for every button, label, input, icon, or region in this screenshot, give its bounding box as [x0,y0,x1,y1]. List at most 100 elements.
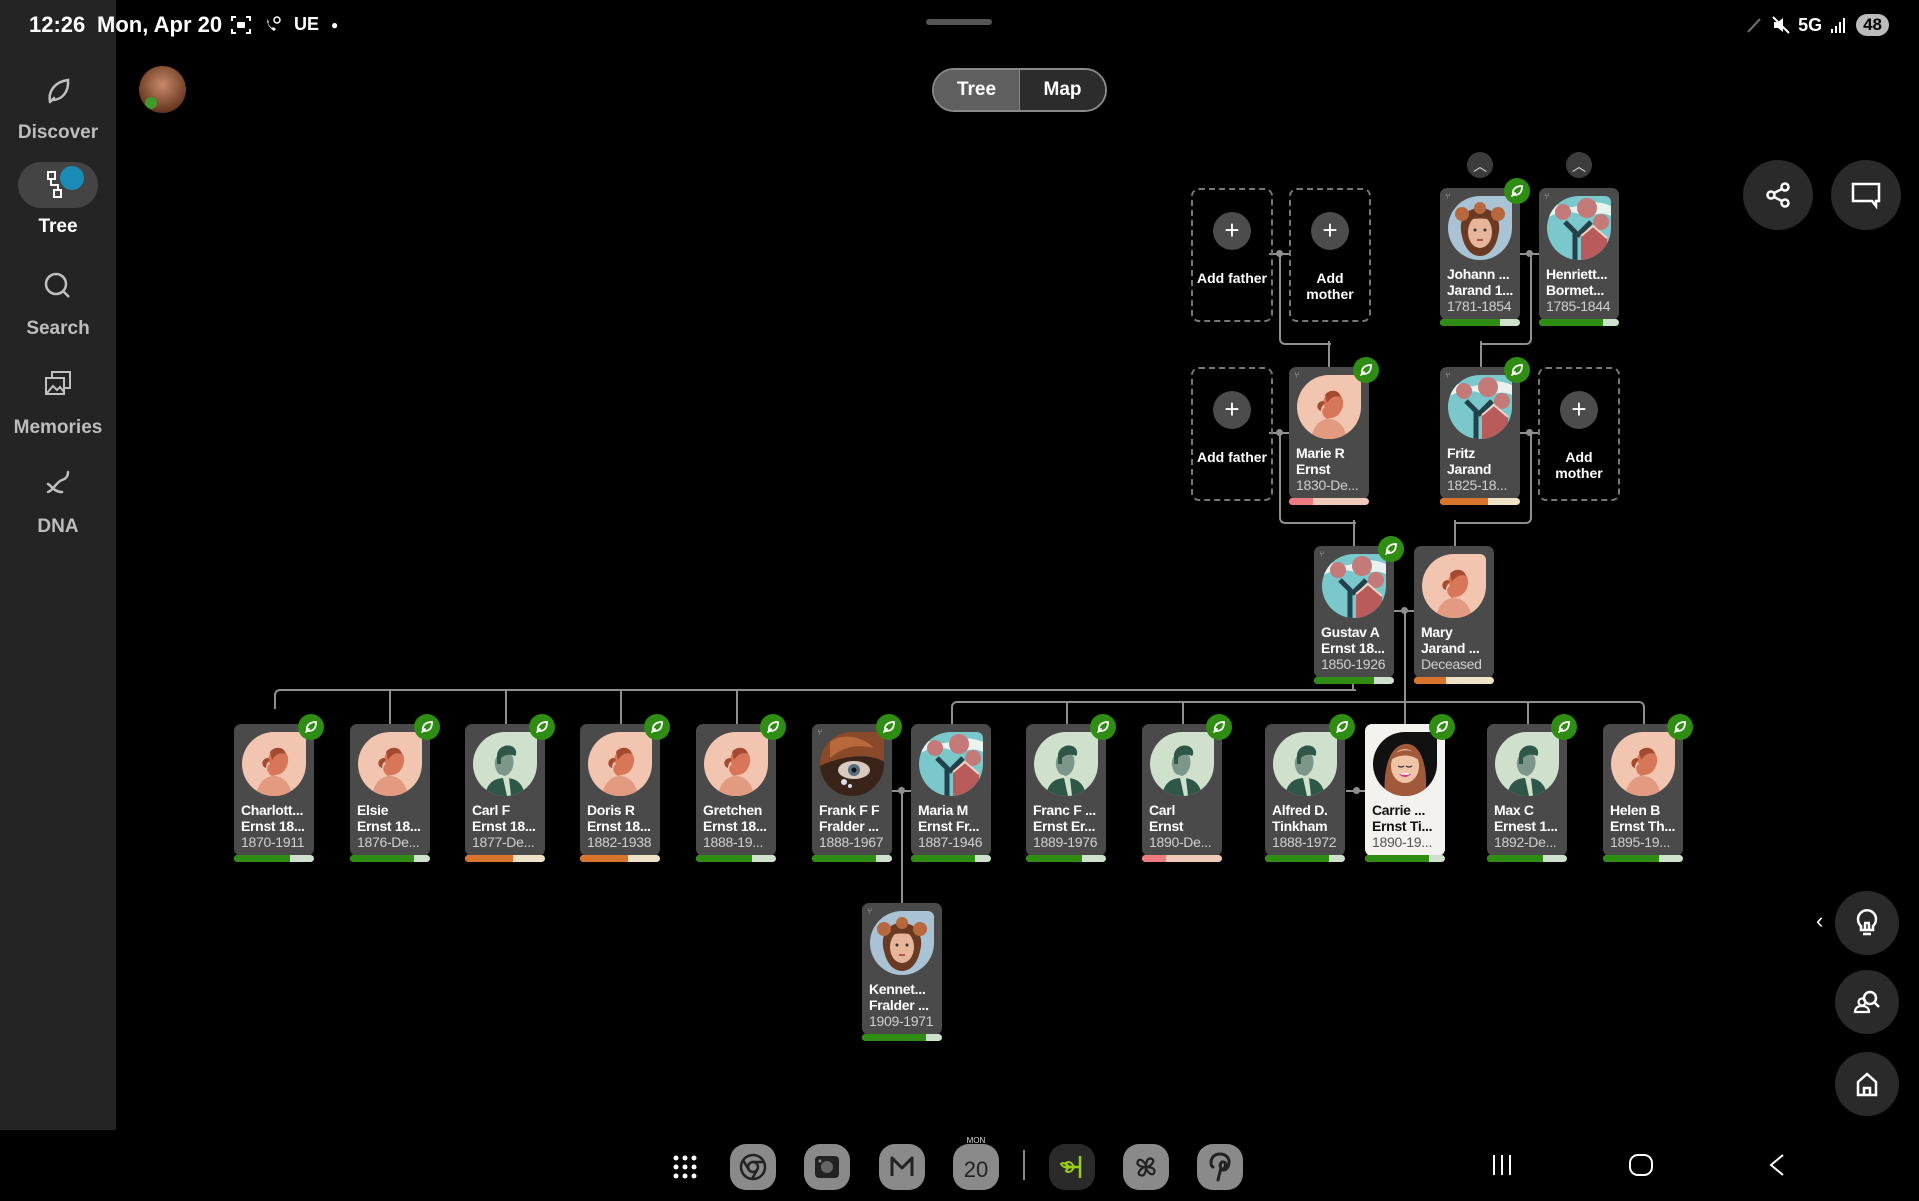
hint-leaf-icon[interactable] [1551,714,1577,740]
person-card-gustav[interactable]: ⑂ Gustav A Ernst 18... 1850-1926 [1314,536,1404,684]
person-card-doris[interactable]: Doris R Ernst 18... 1882-1938 [580,714,670,862]
person-card-franc[interactable]: Franc F ... Ernst Er... 1889-1976 [1026,714,1116,862]
drag-handle[interactable] [926,19,992,25]
hint-leaf-icon[interactable] [1429,714,1455,740]
sidebar-item-dna[interactable]: DNA [0,462,116,538]
person-card-helen[interactable]: Helen B Ernst Th... 1895-19... [1603,714,1693,862]
add-mother-button[interactable]: + Add mother [1289,188,1371,322]
hint-leaf-icon[interactable] [298,714,324,740]
person-dates: 1830-De... [1296,477,1359,493]
person-first-name: Alfred D. [1272,802,1328,818]
person-first-name: Mary [1421,624,1453,640]
hint-leaf-icon[interactable] [1667,714,1693,740]
person-card-kenneth[interactable]: ⑂ Kennet... Fralder ... 1909-1971 [862,903,942,1041]
person-card-elsie[interactable]: Elsie Ernst 18... 1876-De... [350,714,440,862]
home-icon [1856,1072,1878,1097]
person-card-carl-f[interactable]: Carl F Ernst 18... 1877-De... [465,714,555,862]
person-last-name: Ernst 18... [1321,640,1385,656]
add-father-label: Add father [1197,449,1267,465]
ancestry-app[interactable] [1049,1144,1095,1190]
tree-icon [18,162,98,208]
research-progress-bar [1414,677,1494,684]
hint-leaf-icon[interactable] [1504,178,1530,204]
hint-leaf-icon[interactable] [529,714,555,740]
recents-button[interactable] [1490,1152,1514,1184]
person-dates: 1882-1938 [587,834,652,850]
research-progress-bar [1365,855,1445,862]
family-tree-mini-icon: ⑂ [1445,191,1451,201]
person-last-name: Ernest 1... [1494,818,1558,834]
person-card-gretchen[interactable]: Gretchen Ernst 18... 1888-19... [696,714,786,862]
person-card-alfred[interactable]: Alfred D. Tinkham 1888-1972 [1265,714,1355,862]
collapse-panel-chevron[interactable]: ‹ [1816,908,1824,933]
hint-leaf-icon[interactable] [1329,714,1355,740]
photos-icon [18,363,98,409]
person-card-maria[interactable]: Maria M Ernst Fr... 1887-1946 [911,724,991,862]
hint-leaf-icon[interactable] [1206,714,1232,740]
find-person-button[interactable] [1835,970,1899,1034]
hint-leaf-icon[interactable] [876,714,902,740]
home-person-button[interactable] [1835,1052,1899,1116]
sidebar-item-tree[interactable]: Tree [0,162,116,238]
research-progress-bar [1487,855,1567,862]
hint-leaf-icon[interactable] [414,714,440,740]
tab-tree[interactable]: Tree [934,70,1020,110]
person-card-carl[interactable]: Carl Ernst 1890-De... [1142,714,1232,862]
pinwheel-app[interactable] [1123,1144,1169,1190]
person-photo [870,911,934,975]
person-card-johann[interactable]: ⑂ Johann ... Jarand 1... 1781-1854 [1440,178,1530,326]
person-card-frank[interactable]: ⑂ Frank F F Fralder ... 1888-1967 [812,714,902,862]
sidebar-item-memories[interactable]: Memories [0,363,116,439]
add-father-button[interactable]: + Add father [1191,188,1273,322]
home-nav-button[interactable] [1628,1152,1654,1184]
research-progress-bar [1265,855,1345,862]
tab-map[interactable]: Map [1020,70,1105,110]
person-card-mary[interactable]: Mary Jarand ... Deceased [1414,546,1494,684]
person-card-fritz[interactable]: ⑂ Fritz Jarand 1825-18... [1440,357,1530,505]
person-last-name: Ernst Fr... [918,818,980,834]
sidebar-item-search[interactable]: Search [0,264,116,340]
person-last-name: Ernst 18... [587,818,651,834]
profile-avatar[interactable] [139,66,186,113]
hint-leaf-icon[interactable] [1353,357,1379,383]
gmail-app[interactable] [879,1144,925,1190]
person-first-name: Carrie ... [1372,802,1426,818]
person-card-henriette[interactable]: ⑂ Henriett... Bormet... 1785-1844 [1539,188,1619,326]
person-first-name: Max C [1494,802,1534,818]
recents-icon [1493,1155,1511,1175]
pinterest-app[interactable] [1197,1144,1243,1190]
add-father-button[interactable]: + Add father [1191,367,1273,501]
hint-leaf-icon[interactable] [1090,714,1116,740]
share-button[interactable] [1743,160,1813,230]
person-card-max[interactable]: Max C Ernest 1... 1892-De... [1487,714,1577,862]
research-progress-bar [580,855,660,862]
research-progress-bar [1603,855,1683,862]
hints-button[interactable] [1835,891,1899,955]
person-search-icon [1853,990,1880,1014]
family-tree-mini-icon: ⑂ [1294,370,1300,380]
hint-leaf-icon[interactable] [1378,536,1404,562]
person-photo [358,732,422,796]
person-dates: 1870-1911 [241,834,305,850]
ancestry-leaf-icon [1059,1156,1082,1178]
apps-grid-icon [673,1155,697,1179]
research-progress-bar [1142,855,1222,862]
back-button[interactable] [1767,1152,1787,1184]
comment-button[interactable] [1831,160,1901,230]
calendar-app[interactable]: MON 20 [953,1136,999,1190]
hint-leaf-icon[interactable] [1504,357,1530,383]
person-card-charlotte[interactable]: Charlott... Ernst 18... 1870-1911 [234,714,324,862]
expand-ancestors-button[interactable]: ︿ [1467,152,1493,178]
chrome-app[interactable] [730,1144,776,1190]
hint-leaf-icon[interactable] [644,714,670,740]
research-progress-bar [350,855,430,862]
hint-leaf-icon[interactable] [760,714,786,740]
add-mother-button[interactable]: + Add mother [1538,367,1620,501]
sidebar-item-discover[interactable]: Discover [0,68,116,144]
person-card-carrie-home[interactable]: Carrie ... Ernst Ti... 1890-19... [1365,714,1455,862]
signal-icon [1831,18,1846,33]
apps-grid-button[interactable] [672,1154,698,1185]
expand-ancestors-button[interactable]: ︿ [1566,152,1592,178]
person-card-marie[interactable]: ⑂ Marie R Ernst 1830-De... [1289,357,1379,505]
camera-app[interactable] [804,1144,850,1190]
